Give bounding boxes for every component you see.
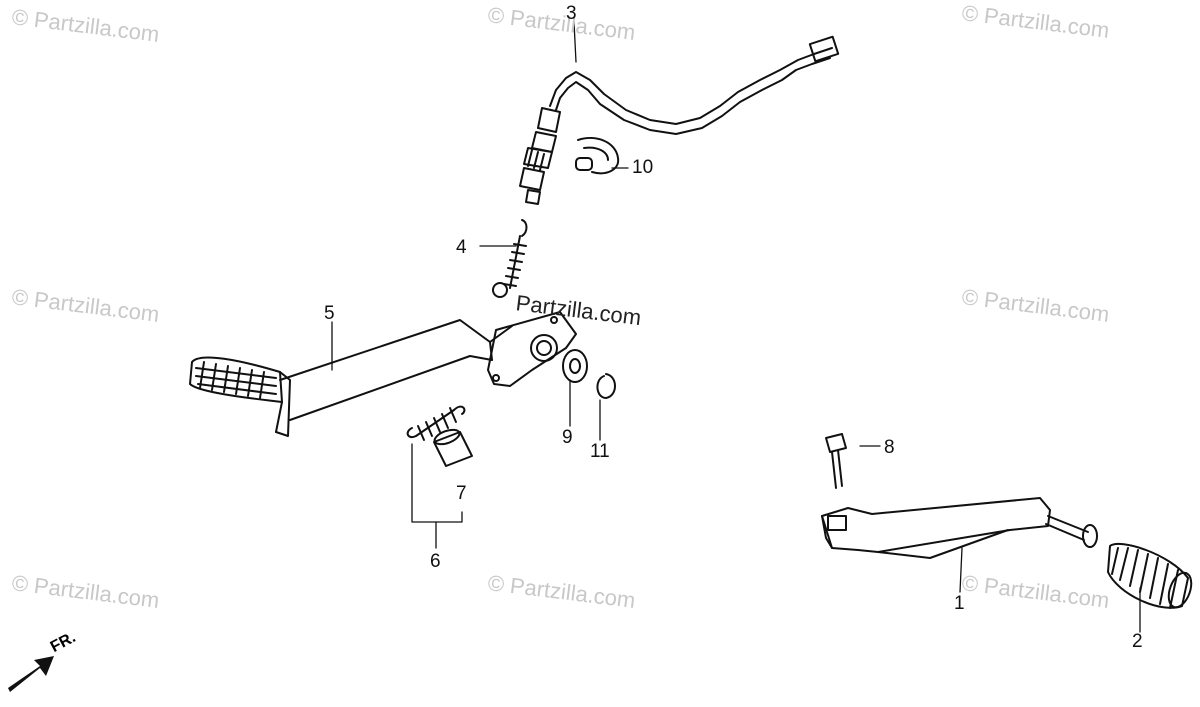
collar — [433, 428, 473, 467]
washer — [562, 349, 588, 383]
pedal-rubber — [1107, 542, 1193, 609]
callout-8: 8 — [884, 437, 895, 458]
spring-upper — [492, 219, 528, 298]
spring-lower — [406, 405, 466, 441]
callout-7: 7 — [456, 483, 467, 504]
callout-4: 4 — [456, 237, 467, 258]
callout-9: 9 — [562, 427, 573, 448]
snap-ring — [596, 373, 616, 399]
callout-3: 3 — [566, 3, 577, 24]
gearshift-pedal — [821, 497, 1098, 559]
callout-11: 11 — [590, 441, 610, 462]
front-direction-arrow — [8, 656, 54, 692]
callout-10: 10 — [632, 157, 654, 178]
leader-lines — [331, 21, 1141, 633]
stop-switch-harness — [519, 35, 840, 205]
callout-1: 1 — [954, 593, 965, 614]
bolt — [825, 433, 847, 489]
callout-6: 6 — [430, 551, 441, 572]
callout-5: 5 — [324, 303, 335, 324]
brake-pedal — [189, 311, 577, 437]
callout-2: 2 — [1132, 631, 1143, 652]
wire-clip — [575, 137, 620, 175]
